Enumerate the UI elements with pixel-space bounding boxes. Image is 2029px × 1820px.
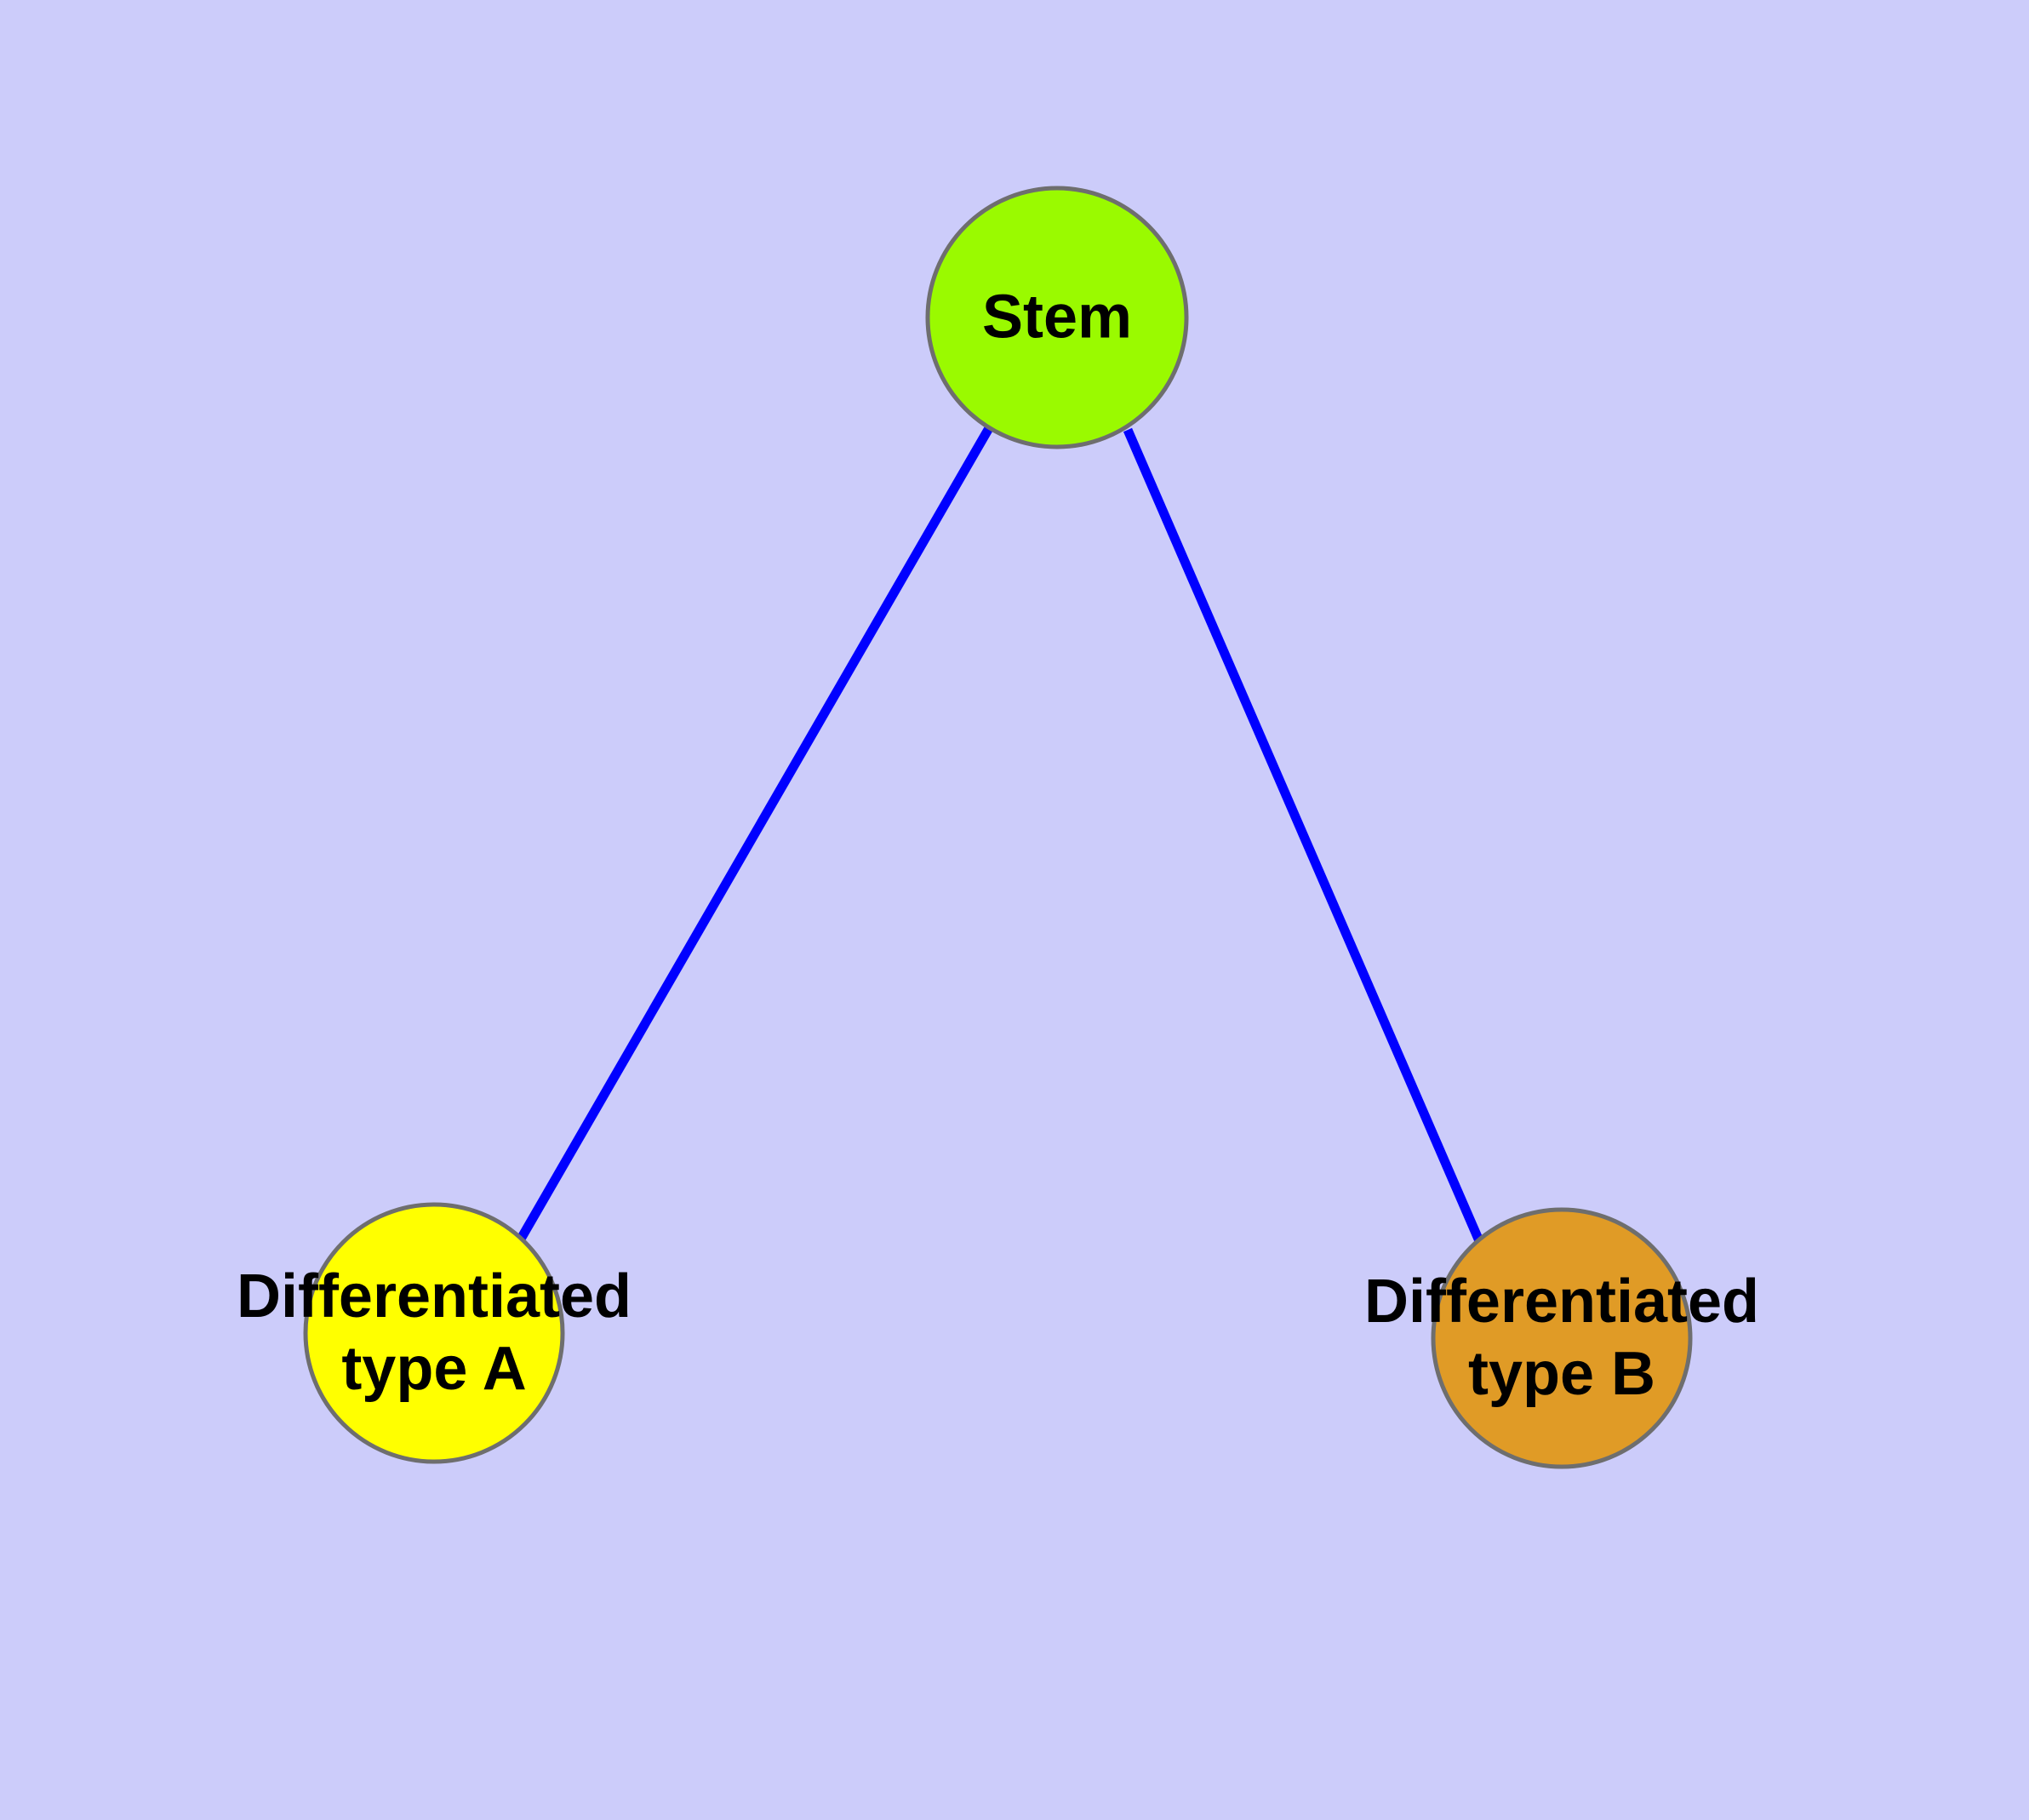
graph-node-stem[interactable] — [925, 186, 1189, 449]
graph-edge-stem-to-diff-b[interactable] — [1123, 427, 1485, 1245]
graph-edge-stem-to-diff-a[interactable] — [516, 426, 993, 1243]
graph-node-diff-b[interactable] — [1431, 1207, 1693, 1469]
nodes-layer — [303, 186, 1693, 1469]
graph-node-diff-a[interactable] — [303, 1202, 565, 1464]
edges-layer — [516, 426, 1485, 1245]
